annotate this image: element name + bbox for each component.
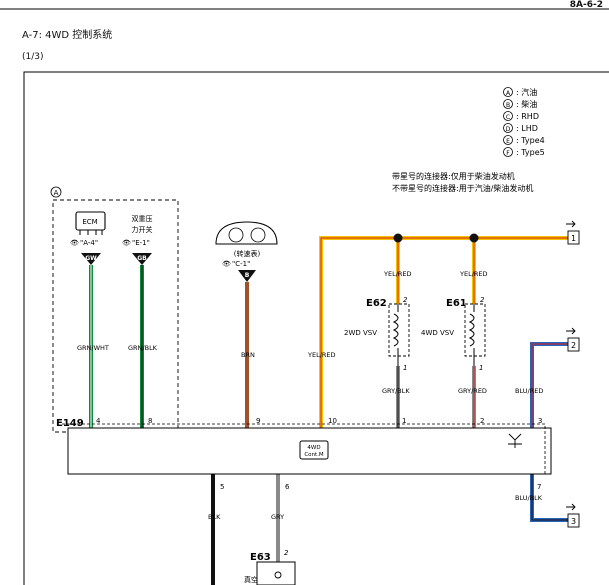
eye-icon: 👁 <box>70 239 79 247</box>
pressure-switch-label: 双重压 <box>132 215 153 223</box>
vsv-label: 4WD VSV <box>421 329 454 337</box>
region-a-box <box>52 199 179 433</box>
speedometer-marker-icon <box>238 270 256 282</box>
pin-number: 1 <box>479 364 483 372</box>
legend-key: A <box>506 90 511 97</box>
legend-key: C <box>506 114 510 121</box>
eye-icon: 👁 <box>122 239 131 247</box>
wire-label: GRN/BLK <box>128 344 158 352</box>
pin-number: 2 <box>403 296 408 304</box>
pin-number: 10 <box>328 417 337 425</box>
connector-id: E61 <box>446 298 467 309</box>
wire-label: YEL/RED <box>307 351 336 359</box>
wire-blu-blk-stripe <box>531 474 568 521</box>
wire-label: BLU/BLK <box>515 494 543 502</box>
speedometer-component: (转速表) 👁 "C-1" B <box>215 221 278 282</box>
diagram-frame <box>23 71 609 585</box>
wire-label: GRY/RED <box>458 387 487 395</box>
legend-key: B <box>506 102 510 109</box>
offpage-connector-3: 3 <box>566 503 580 528</box>
region-a-label: A <box>54 189 59 197</box>
ground-symbol <box>508 433 522 448</box>
arrow-right-icon <box>566 503 576 511</box>
pin-number: 4 <box>96 417 101 425</box>
connector-id: E63 <box>250 552 271 563</box>
vsv-4wd: E61 2 4WD VSV 1 <box>421 296 486 372</box>
ecm-label: ECM <box>82 218 97 226</box>
eye-icon: 👁 <box>222 260 231 268</box>
pin-number: 3 <box>538 417 542 425</box>
legend-key: F <box>506 150 510 157</box>
legend-key: E <box>506 138 510 145</box>
legend-text: : LHD <box>516 124 538 133</box>
pin-number: 7 <box>537 483 541 491</box>
wire-label: BLU/RED <box>515 387 543 395</box>
pin-number: 1 <box>402 417 406 425</box>
wire-yel-red-bus-stripe <box>320 237 568 430</box>
legend-text: : RHD <box>516 112 539 121</box>
legend-key: D <box>506 126 511 133</box>
offpage-number: 1 <box>571 234 576 243</box>
arrow-right-icon <box>566 220 576 228</box>
pressure-switch-marker: GB <box>137 255 147 262</box>
pin-number: 2 <box>480 296 485 304</box>
pressure-switch-label: 力开关 <box>132 225 153 234</box>
pin-number: 5 <box>220 483 224 491</box>
pin-number: 9 <box>256 417 260 425</box>
legend: A : 汽油 B : 柴油 C : RHD D : LHD E : Type4 … <box>503 87 545 157</box>
ecm-component: ECM 👁 "A-4" GW <box>70 211 106 265</box>
pressure-switch-ref: "E-1" <box>132 239 150 247</box>
legend-text: : 柴油 <box>516 99 537 109</box>
legend-text: : Type4 <box>516 136 545 145</box>
e63-label: 真空 <box>244 575 258 584</box>
wire-label: YEL/RED <box>459 270 488 278</box>
vsv-2wd: E62 2 2WD VSV 1 <box>344 296 410 372</box>
page-subtitle: (1/3) <box>22 52 44 62</box>
offpage-connector-1: 1 <box>566 220 580 245</box>
pressure-switch-marker-icon <box>132 253 152 265</box>
e63-component: E63 2 真空 <box>244 549 296 585</box>
offpage-number: 2 <box>571 341 576 350</box>
pin-number: 2 <box>284 549 289 557</box>
junction-dot <box>469 233 479 243</box>
4wd-control-module: E149 4WD Cont.M 4 8 9 10 1 2 3 5 6 7 <box>56 417 552 491</box>
page-title: A-7: 4WD 控制系统 <box>22 30 113 41</box>
ecm-marker: GW <box>85 255 97 262</box>
speedometer-ref: "C-1" <box>232 260 250 268</box>
legend-text: : Type5 <box>516 148 545 157</box>
offpage-number: 3 <box>571 517 576 526</box>
wire-label: GRY <box>271 513 284 521</box>
module-label: Cont.M <box>304 452 324 458</box>
pin-number: 2 <box>480 417 484 425</box>
pin-number: 6 <box>285 483 290 491</box>
connector-id: E62 <box>366 298 387 309</box>
note-petrol-diesel: 不带星号的连接器:用于汽油/柴油发动机 <box>392 183 533 193</box>
speedometer-marker: B <box>245 272 250 279</box>
legend-text: : 汽油 <box>516 87 537 97</box>
pressure-switch-component: 双重压 力开关 👁 "E-1" GB <box>122 215 153 265</box>
note-diesel-only: 带星号的连接器:仅用于柴油发动机 <box>392 171 515 181</box>
wire-label: GRY/BLK <box>382 387 410 395</box>
pin-number: 1 <box>403 364 407 372</box>
wire-label: YEL/RED <box>383 270 412 278</box>
pin-number: 8 <box>148 417 152 425</box>
vsv-label: 2WD VSV <box>344 329 377 337</box>
ecm-ref: "A-4" <box>80 239 98 247</box>
wire-label: BLK <box>208 513 221 521</box>
offpage-connector-2: 2 <box>566 327 580 352</box>
wire-blu-red-stripe <box>531 343 568 430</box>
wire-label: BRN <box>241 351 255 359</box>
module-label: 4WD <box>307 445 320 451</box>
region-a-marker <box>50 186 62 198</box>
connector-id: E149 <box>56 418 84 429</box>
speedometer-label: (转速表) <box>234 249 261 258</box>
ecm-marker-icon <box>81 253 101 265</box>
arrow-right-icon <box>566 327 576 335</box>
page-reference: 8A-6-2 <box>569 0 603 10</box>
junction-dot <box>393 233 403 243</box>
wire-label: GRN/WHT <box>77 344 109 352</box>
